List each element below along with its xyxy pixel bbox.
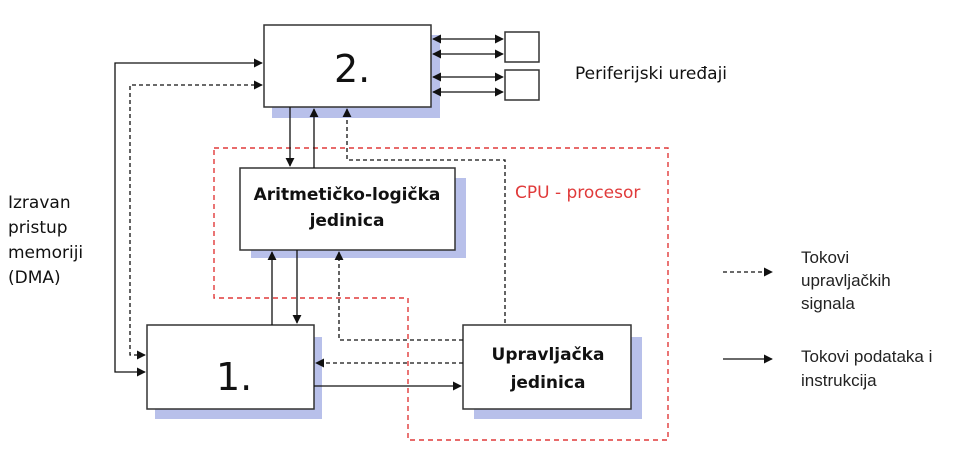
memory-label: 1. bbox=[216, 355, 252, 399]
control-unit-label-line1: Upravljačka bbox=[492, 345, 605, 365]
alu-label-line2: jedinica bbox=[309, 211, 385, 231]
legend-data-line2: instrukcija bbox=[801, 371, 877, 390]
io-unit-block bbox=[263, 24, 432, 108]
alu-label-line1: Aritmetičko-logička bbox=[254, 185, 441, 205]
alu-block bbox=[239, 167, 456, 251]
legend-data-line1: Tokovi podataka i bbox=[801, 347, 932, 366]
legend-control-line3: signala bbox=[801, 294, 855, 313]
legend-control-line2: upravljačkih bbox=[801, 271, 891, 290]
dma-control-path bbox=[129, 80, 263, 360]
dma-label-line2: pristup bbox=[8, 218, 68, 238]
dma-label-line1: Izravan bbox=[8, 193, 71, 213]
peripheral-device-2 bbox=[504, 69, 540, 101]
dma-label-line4: (DMA) bbox=[8, 268, 61, 288]
legend-control-line1: Tokovi bbox=[801, 248, 849, 267]
control-unit-label-line2: jedinica bbox=[510, 373, 586, 393]
dma-data-path bbox=[114, 58, 263, 377]
cu-to-alu-control bbox=[334, 251, 463, 341]
cu-to-io-control bbox=[342, 108, 506, 323]
peripheral-device-1 bbox=[504, 31, 540, 63]
cpu-label: CPU - procesor bbox=[515, 183, 640, 203]
dma-label-line3: memoriji bbox=[8, 243, 83, 263]
control-unit-block bbox=[462, 324, 632, 410]
peripherals-label: Periferijski uređaji bbox=[575, 64, 727, 84]
io-unit-label: 2. bbox=[334, 47, 370, 91]
